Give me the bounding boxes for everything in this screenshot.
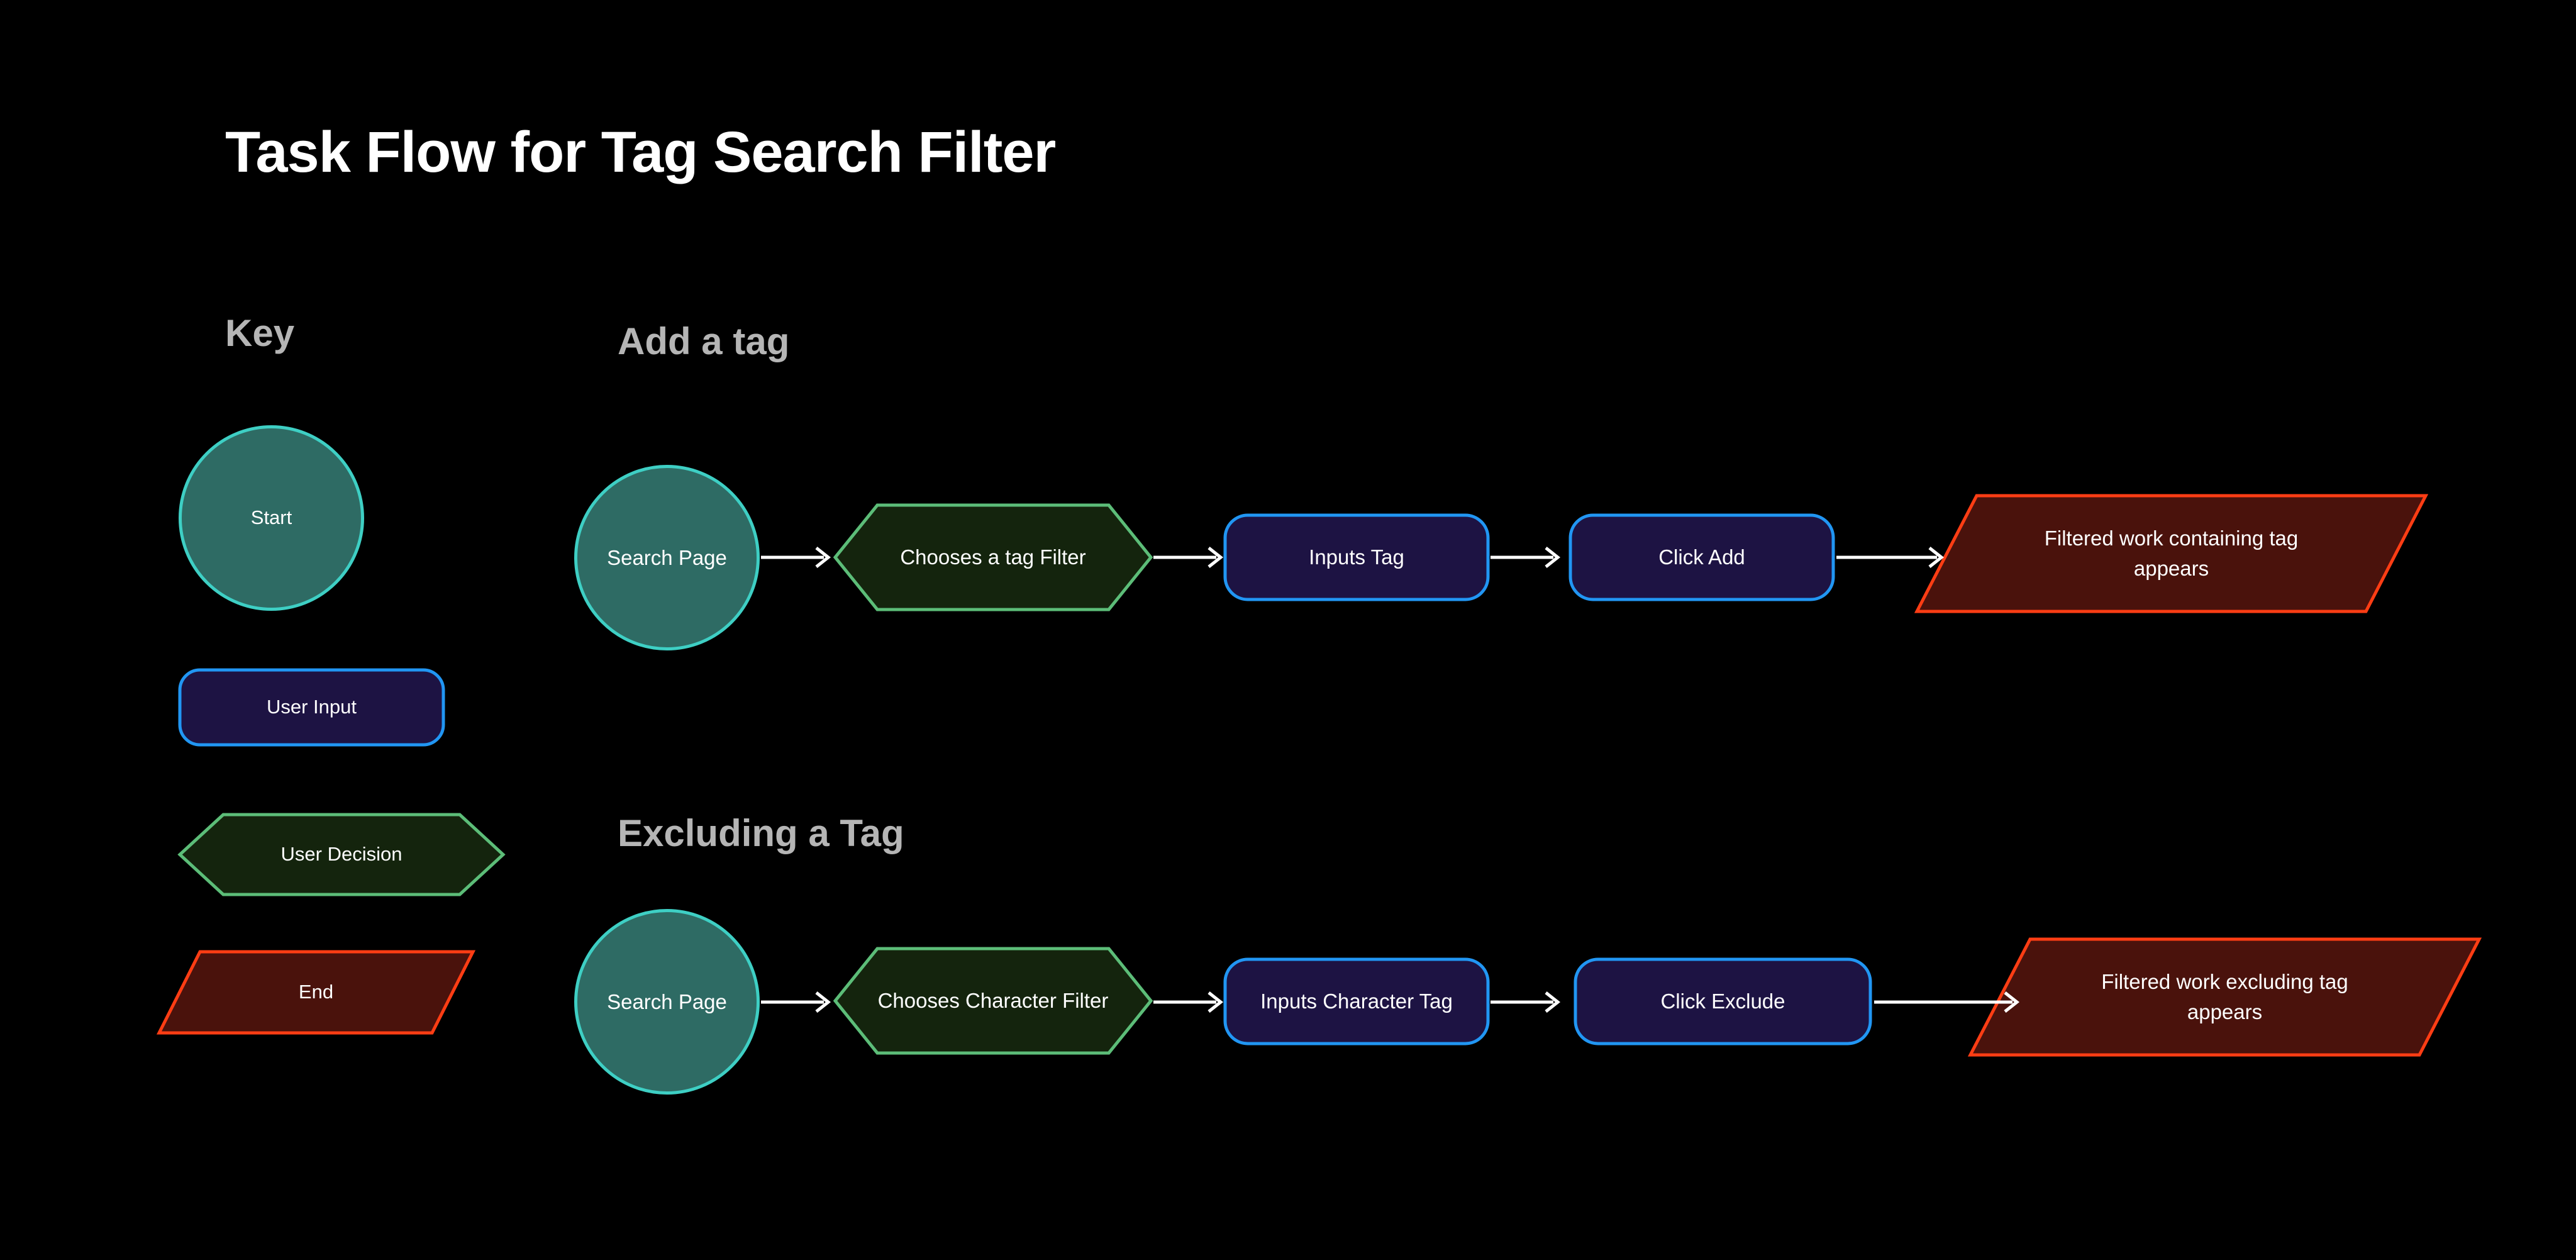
parallelogram-shape: [1967, 937, 2482, 1057]
flow1-arrow-1: [761, 544, 833, 569]
key-item-label: Start: [250, 506, 292, 529]
ellipse-shape: [574, 909, 760, 1095]
flow2-arrow-3: [1491, 989, 1563, 1014]
flow1-node-chooses-tag-filter: Chooses a tag Filter: [833, 503, 1153, 611]
hexagon-shape: [833, 947, 1153, 1055]
key-item-label: End: [298, 981, 334, 1003]
flow-node-label: Chooses Character Filter: [877, 989, 1109, 1013]
key-item-user-input: User Input: [178, 668, 445, 747]
flow2-node-search-page: Search Page: [574, 908, 760, 1095]
flow1-node-inputs-tag: Inputs Tag: [1223, 513, 1490, 601]
arrow-icon: [1836, 547, 1945, 568]
flow2-arrow-4: [1874, 989, 2022, 1014]
page-title: Task Flow for Tag Search Filter: [225, 120, 1056, 184]
key-item-start: Start: [178, 425, 365, 611]
hexagon-shape: [177, 813, 506, 896]
flow1-node-result: Filtered work containing tag appears: [1914, 494, 2429, 613]
parallelogram-shape: [156, 950, 476, 1035]
rounded-rect-shape: [1568, 513, 1835, 601]
flow-heading-add-a-tag: Add a tag: [618, 320, 790, 362]
flow2-node-result: Filtered work excluding tag appears: [1967, 937, 2482, 1057]
flow1-arrow-4: [1836, 544, 1946, 569]
arrow-icon: [1874, 991, 2020, 1013]
flow2-arrow-2: [1153, 989, 1226, 1014]
arrow-icon: [1491, 991, 1561, 1013]
flow-node-label: Filtered work containing tag appears: [2044, 527, 2299, 580]
flow2-node-click-exclude: Click Exclude: [1574, 957, 1872, 1045]
flow-node-label: Search Page: [607, 545, 727, 569]
flow-node-label: Inputs Tag: [1309, 545, 1404, 569]
flow2-arrow-1: [761, 989, 833, 1014]
rounded-rect-shape: [1223, 957, 1490, 1045]
flow-node-label: Search Page: [607, 990, 727, 1013]
flow1-arrow-3: [1491, 544, 1563, 569]
flow2-node-chooses-character-filter: Chooses Character Filter: [833, 947, 1153, 1055]
flow-node-label: Filtered work excluding tag appears: [2101, 970, 2348, 1023]
key-item-label: User Input: [266, 696, 357, 718]
rounded-rect-shape: [1223, 513, 1490, 601]
flow1-arrow-2: [1153, 544, 1226, 569]
flow1-node-click-add: Click Add: [1568, 513, 1835, 601]
flow1-node-search-page: Search Page: [574, 464, 760, 651]
ellipse-shape: [574, 465, 760, 650]
flow-node-label: Inputs Character Tag: [1260, 990, 1453, 1013]
hexagon-shape: [833, 503, 1153, 611]
arrow-icon: [1153, 547, 1224, 568]
flow-node-label: Click Add: [1658, 545, 1745, 569]
arrow-icon: [761, 991, 831, 1013]
rounded-rect-shape: [178, 668, 445, 747]
flow-node-label: Chooses a tag Filter: [900, 545, 1086, 569]
key-item-user-decision: User Decision: [177, 813, 506, 896]
arrow-icon: [1491, 547, 1561, 568]
ellipse-shape: [179, 425, 364, 611]
key-item-end: End: [156, 950, 476, 1035]
flow2-node-inputs-character-tag: Inputs Character Tag: [1223, 957, 1490, 1045]
parallelogram-shape: [1914, 494, 2429, 613]
flow-heading-excluding-a-tag: Excluding a Tag: [618, 812, 904, 854]
arrow-icon: [1153, 991, 1224, 1013]
key-heading: Key: [225, 312, 295, 354]
arrow-icon: [761, 547, 831, 568]
rounded-rect-shape: [1574, 957, 1872, 1045]
key-item-label: User Decision: [280, 843, 402, 866]
flow-node-label: Click Exclude: [1660, 990, 1785, 1013]
